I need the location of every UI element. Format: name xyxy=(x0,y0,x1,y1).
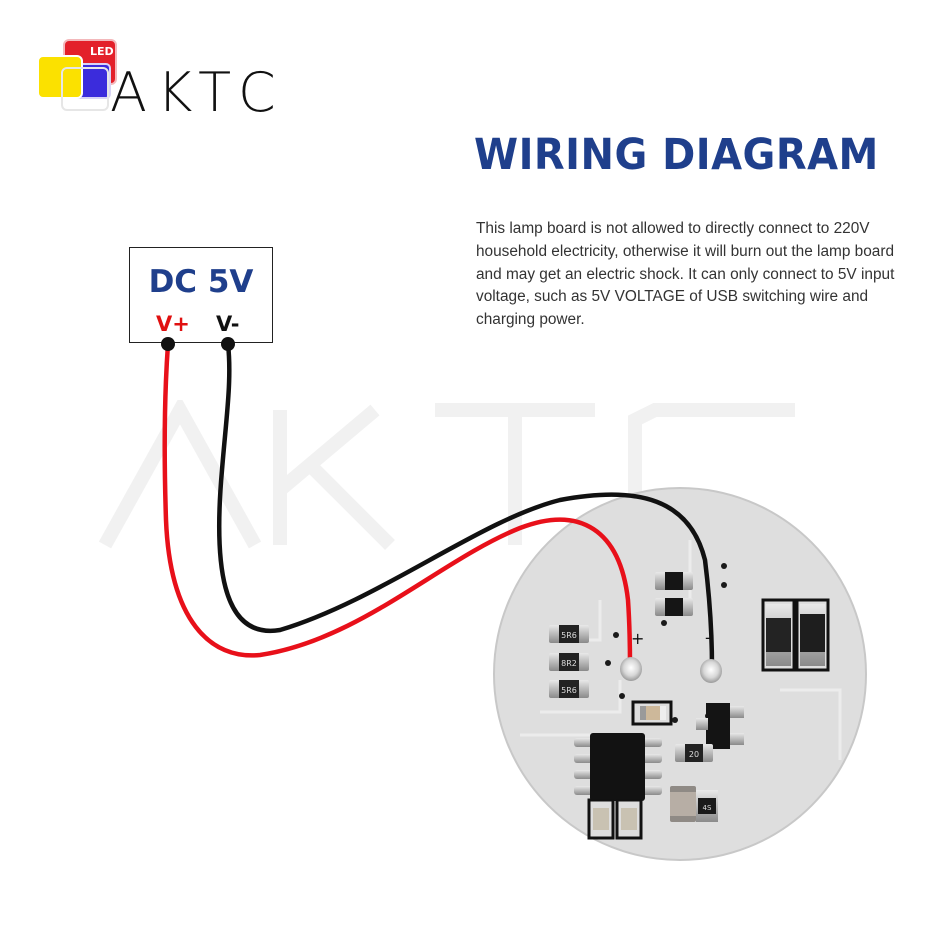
led-driver-board: 5R6 8R2 5R6 xyxy=(493,487,867,861)
ic-chip xyxy=(574,733,662,840)
diode-pair xyxy=(761,598,830,672)
aktc-logo: LED xyxy=(37,39,117,111)
svg-text:20: 20 xyxy=(689,750,699,759)
dc-power-supply-box: DC 5V V+ V- xyxy=(129,247,273,343)
positive-pad-label: + xyxy=(631,629,644,648)
negative-terminal-label: V- xyxy=(216,312,240,336)
svg-text:8R2: 8R2 xyxy=(561,659,577,668)
positive-wire xyxy=(162,341,633,669)
positive-terminal-label: V+ xyxy=(156,312,190,336)
led-badge: LED xyxy=(90,45,114,58)
svg-text:5R6: 5R6 xyxy=(561,686,577,695)
resistor-group: 5R6 8R2 5R6 xyxy=(549,625,589,698)
warning-description: This lamp board is not allowed to direct… xyxy=(476,220,895,329)
negative-pad-label: - xyxy=(705,628,711,647)
negative-solder-joint xyxy=(700,659,722,683)
page-title: WIRING DIAGRAM xyxy=(474,130,879,180)
led-logo-icon: LED xyxy=(37,39,117,111)
brand-name: AKTC xyxy=(110,61,286,124)
negative-wire xyxy=(216,341,715,671)
positive-solder-joint xyxy=(620,657,642,681)
svg-text:4S: 4S xyxy=(703,804,712,812)
aktc-watermark xyxy=(98,400,795,550)
svg-text:5R6: 5R6 xyxy=(561,631,577,640)
power-supply-label: DC 5V xyxy=(148,264,254,300)
